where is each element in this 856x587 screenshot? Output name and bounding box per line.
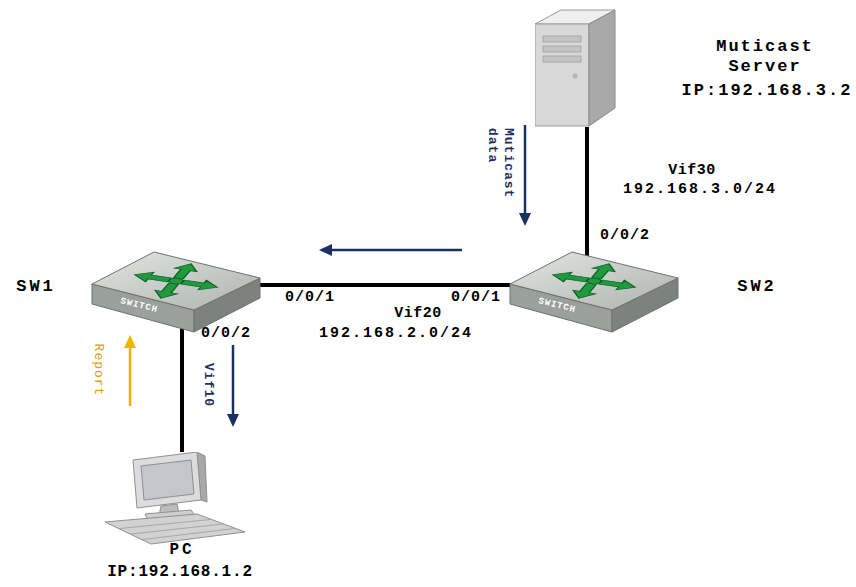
pc-symbol: [105, 452, 245, 544]
switch-node: SW2: [508, 250, 680, 334]
switch-node: SW1: [90, 250, 262, 334]
switch-symbol: [510, 252, 678, 332]
server-symbol: [535, 10, 615, 126]
vif-label: Vif20: [394, 305, 442, 323]
subnet-label: 192.168.3.0/24: [623, 181, 777, 199]
multicast-data-arrow: [227, 345, 239, 427]
link-line: [585, 127, 589, 256]
switch-symbol: [92, 252, 260, 332]
device-name: PC: [169, 541, 194, 560]
subnet-label: 192.168.2.0/24: [319, 325, 473, 343]
flow-label: Report: [90, 344, 106, 397]
pc-node: PCIP:192.168.1.2: [105, 452, 250, 545]
switch-icon: [508, 250, 680, 334]
vif-label: Vif30: [668, 162, 716, 180]
flow-label: Muticast data: [484, 128, 515, 204]
switch-brand: SWITCH: [119, 296, 159, 316]
ip-address: IP:192.168.1.2: [107, 563, 253, 582]
report-arrow: [124, 335, 136, 406]
server-name: Muticast Server: [700, 37, 830, 78]
port-label: 0/0/2: [600, 227, 650, 245]
port-label: 0/0/1: [285, 289, 335, 307]
ip-address: IP:192.168.3.2: [682, 81, 853, 101]
server-node: Muticast ServerIP:192.168.3.2: [535, 8, 617, 127]
server-icon: [535, 8, 617, 127]
link-line: [180, 328, 184, 452]
device-name: SW2: [737, 277, 777, 297]
link-line: [260, 283, 510, 287]
multicast-data-arrow: [319, 244, 462, 256]
port-label: 0/0/2: [201, 325, 251, 343]
switch-icon: [90, 250, 262, 334]
pc-icon: [105, 452, 250, 545]
device-name: SW1: [16, 277, 56, 297]
multicast-data-arrow: [519, 125, 531, 226]
port-label: 0/0/1: [451, 289, 501, 307]
switch-brand: SWITCH: [537, 296, 577, 316]
vif-label: Vif10: [200, 363, 216, 407]
